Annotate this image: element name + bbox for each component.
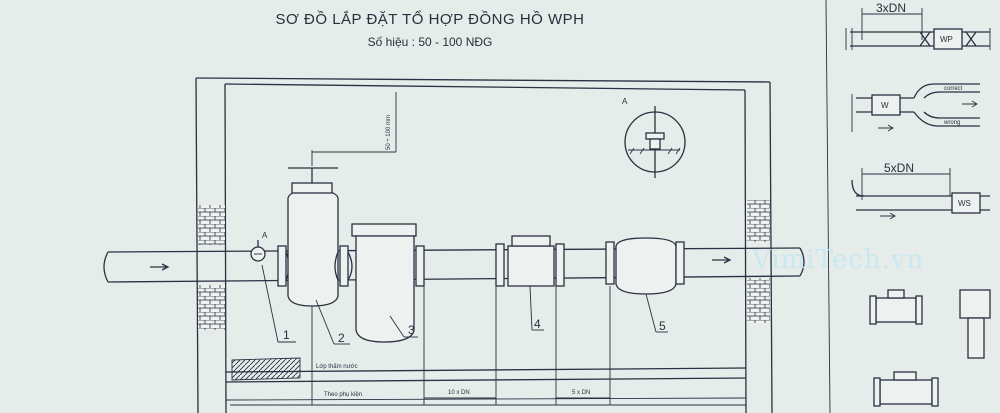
callout-4: 4 bbox=[534, 317, 541, 331]
bottom-dimensions bbox=[311, 286, 611, 405]
callout-3: 3 bbox=[408, 323, 415, 337]
waterproof-layer bbox=[231, 357, 301, 381]
page-subtitle: Số hiệu : 50 - 100 NĐG bbox=[368, 35, 493, 49]
detail-a-marker: A bbox=[262, 231, 268, 240]
page-title: SƠ ĐỒ LẮP ĐẶT TỔ HỢP ĐỒNG HỒ WPH bbox=[276, 10, 585, 28]
detail-a-circle bbox=[624, 106, 686, 178]
callout-2: 2 bbox=[338, 331, 345, 345]
main-pipe bbox=[103, 247, 805, 283]
gate-valve-2 bbox=[277, 167, 349, 307]
ten-dn-label: 10 x DN bbox=[448, 390, 470, 396]
callout-1: 1 bbox=[283, 328, 290, 342]
fitting-1 bbox=[250, 240, 266, 262]
w-label: W bbox=[881, 101, 889, 110]
callout-leaders bbox=[261, 264, 668, 345]
meter-5 bbox=[605, 237, 685, 295]
three-dn-label: 3xDN bbox=[876, 1, 906, 15]
five-dn-right-label: 5xDN bbox=[884, 161, 914, 175]
wrong-label: wrong bbox=[943, 120, 960, 126]
accessory-label: Theo phụ kiện bbox=[324, 392, 362, 398]
five-dn-label: 5 x DN bbox=[572, 390, 590, 396]
ws-label: WS bbox=[958, 199, 971, 208]
right-panel bbox=[845, 8, 991, 407]
callout-5: 5 bbox=[659, 319, 666, 333]
waterproof-label: Lớp thấm nước bbox=[316, 364, 358, 370]
watermark: VimiTech.vn bbox=[751, 245, 924, 275]
water-meter-4 bbox=[495, 235, 565, 287]
panel-divider bbox=[825, 0, 831, 413]
wp-label: WP bbox=[940, 35, 953, 44]
vertical-dimension-label: 50 ÷ 100 mm bbox=[386, 115, 392, 150]
correct-label: correct bbox=[944, 86, 963, 92]
detail-a-label: A bbox=[622, 97, 628, 106]
vertical-dimension bbox=[311, 92, 397, 166]
pit-structure bbox=[195, 77, 773, 413]
strainer-3 bbox=[347, 223, 425, 343]
